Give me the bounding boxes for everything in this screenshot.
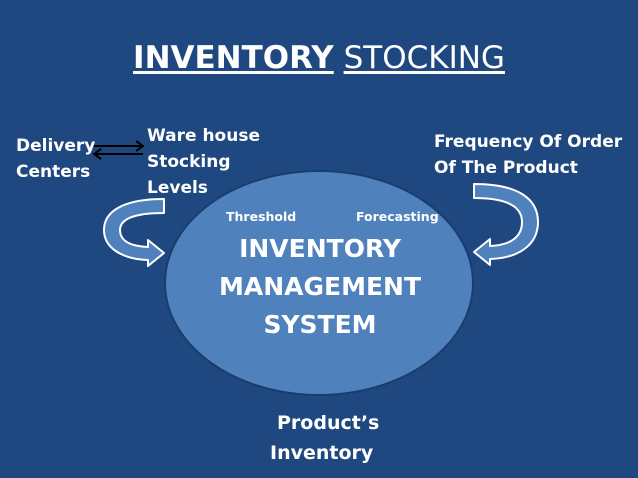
- products-inventory-label: Product’s Inventory: [270, 408, 379, 468]
- warehouse-line-1: Ware house: [147, 126, 260, 146]
- title-regular: STOCKING: [343, 40, 505, 76]
- delivery-line-1: Delivery: [16, 136, 96, 156]
- system-title: INVENTORY MANAGEMENT SYSTEM: [165, 230, 475, 344]
- warehouse-line-3: Levels: [147, 178, 208, 198]
- double-arrow-icon: [92, 140, 145, 160]
- frequency-line-1: Frequency Of Order: [434, 132, 623, 152]
- warehouse-line-2: Stocking: [147, 152, 231, 172]
- forecasting-label: Forecasting: [356, 209, 439, 224]
- delivery-centers-label: Delivery Centers: [16, 133, 95, 185]
- threshold-label: Threshold: [226, 209, 297, 224]
- frequency-line-2: Of The Product: [434, 158, 578, 178]
- frequency-label: Frequency Of Order Of The Product: [434, 129, 622, 181]
- products-line-2: Inventory: [270, 442, 374, 464]
- left-curved-arrow-icon: [103, 198, 165, 267]
- inventory-system-ellipse: [164, 170, 474, 396]
- system-line-3: SYSTEM: [263, 310, 377, 339]
- products-line-1: Product’s: [277, 412, 380, 434]
- system-line-2: MANAGEMENT: [218, 272, 422, 301]
- title-bold: INVENTORY: [133, 40, 334, 76]
- page-title: INVENTORY STOCKING: [0, 38, 638, 78]
- system-line-1: INVENTORY: [239, 234, 401, 263]
- delivery-line-2: Centers: [16, 162, 91, 182]
- right-curved-arrow-icon: [473, 183, 539, 266]
- warehouse-label: Ware house Stocking Levels: [147, 123, 260, 201]
